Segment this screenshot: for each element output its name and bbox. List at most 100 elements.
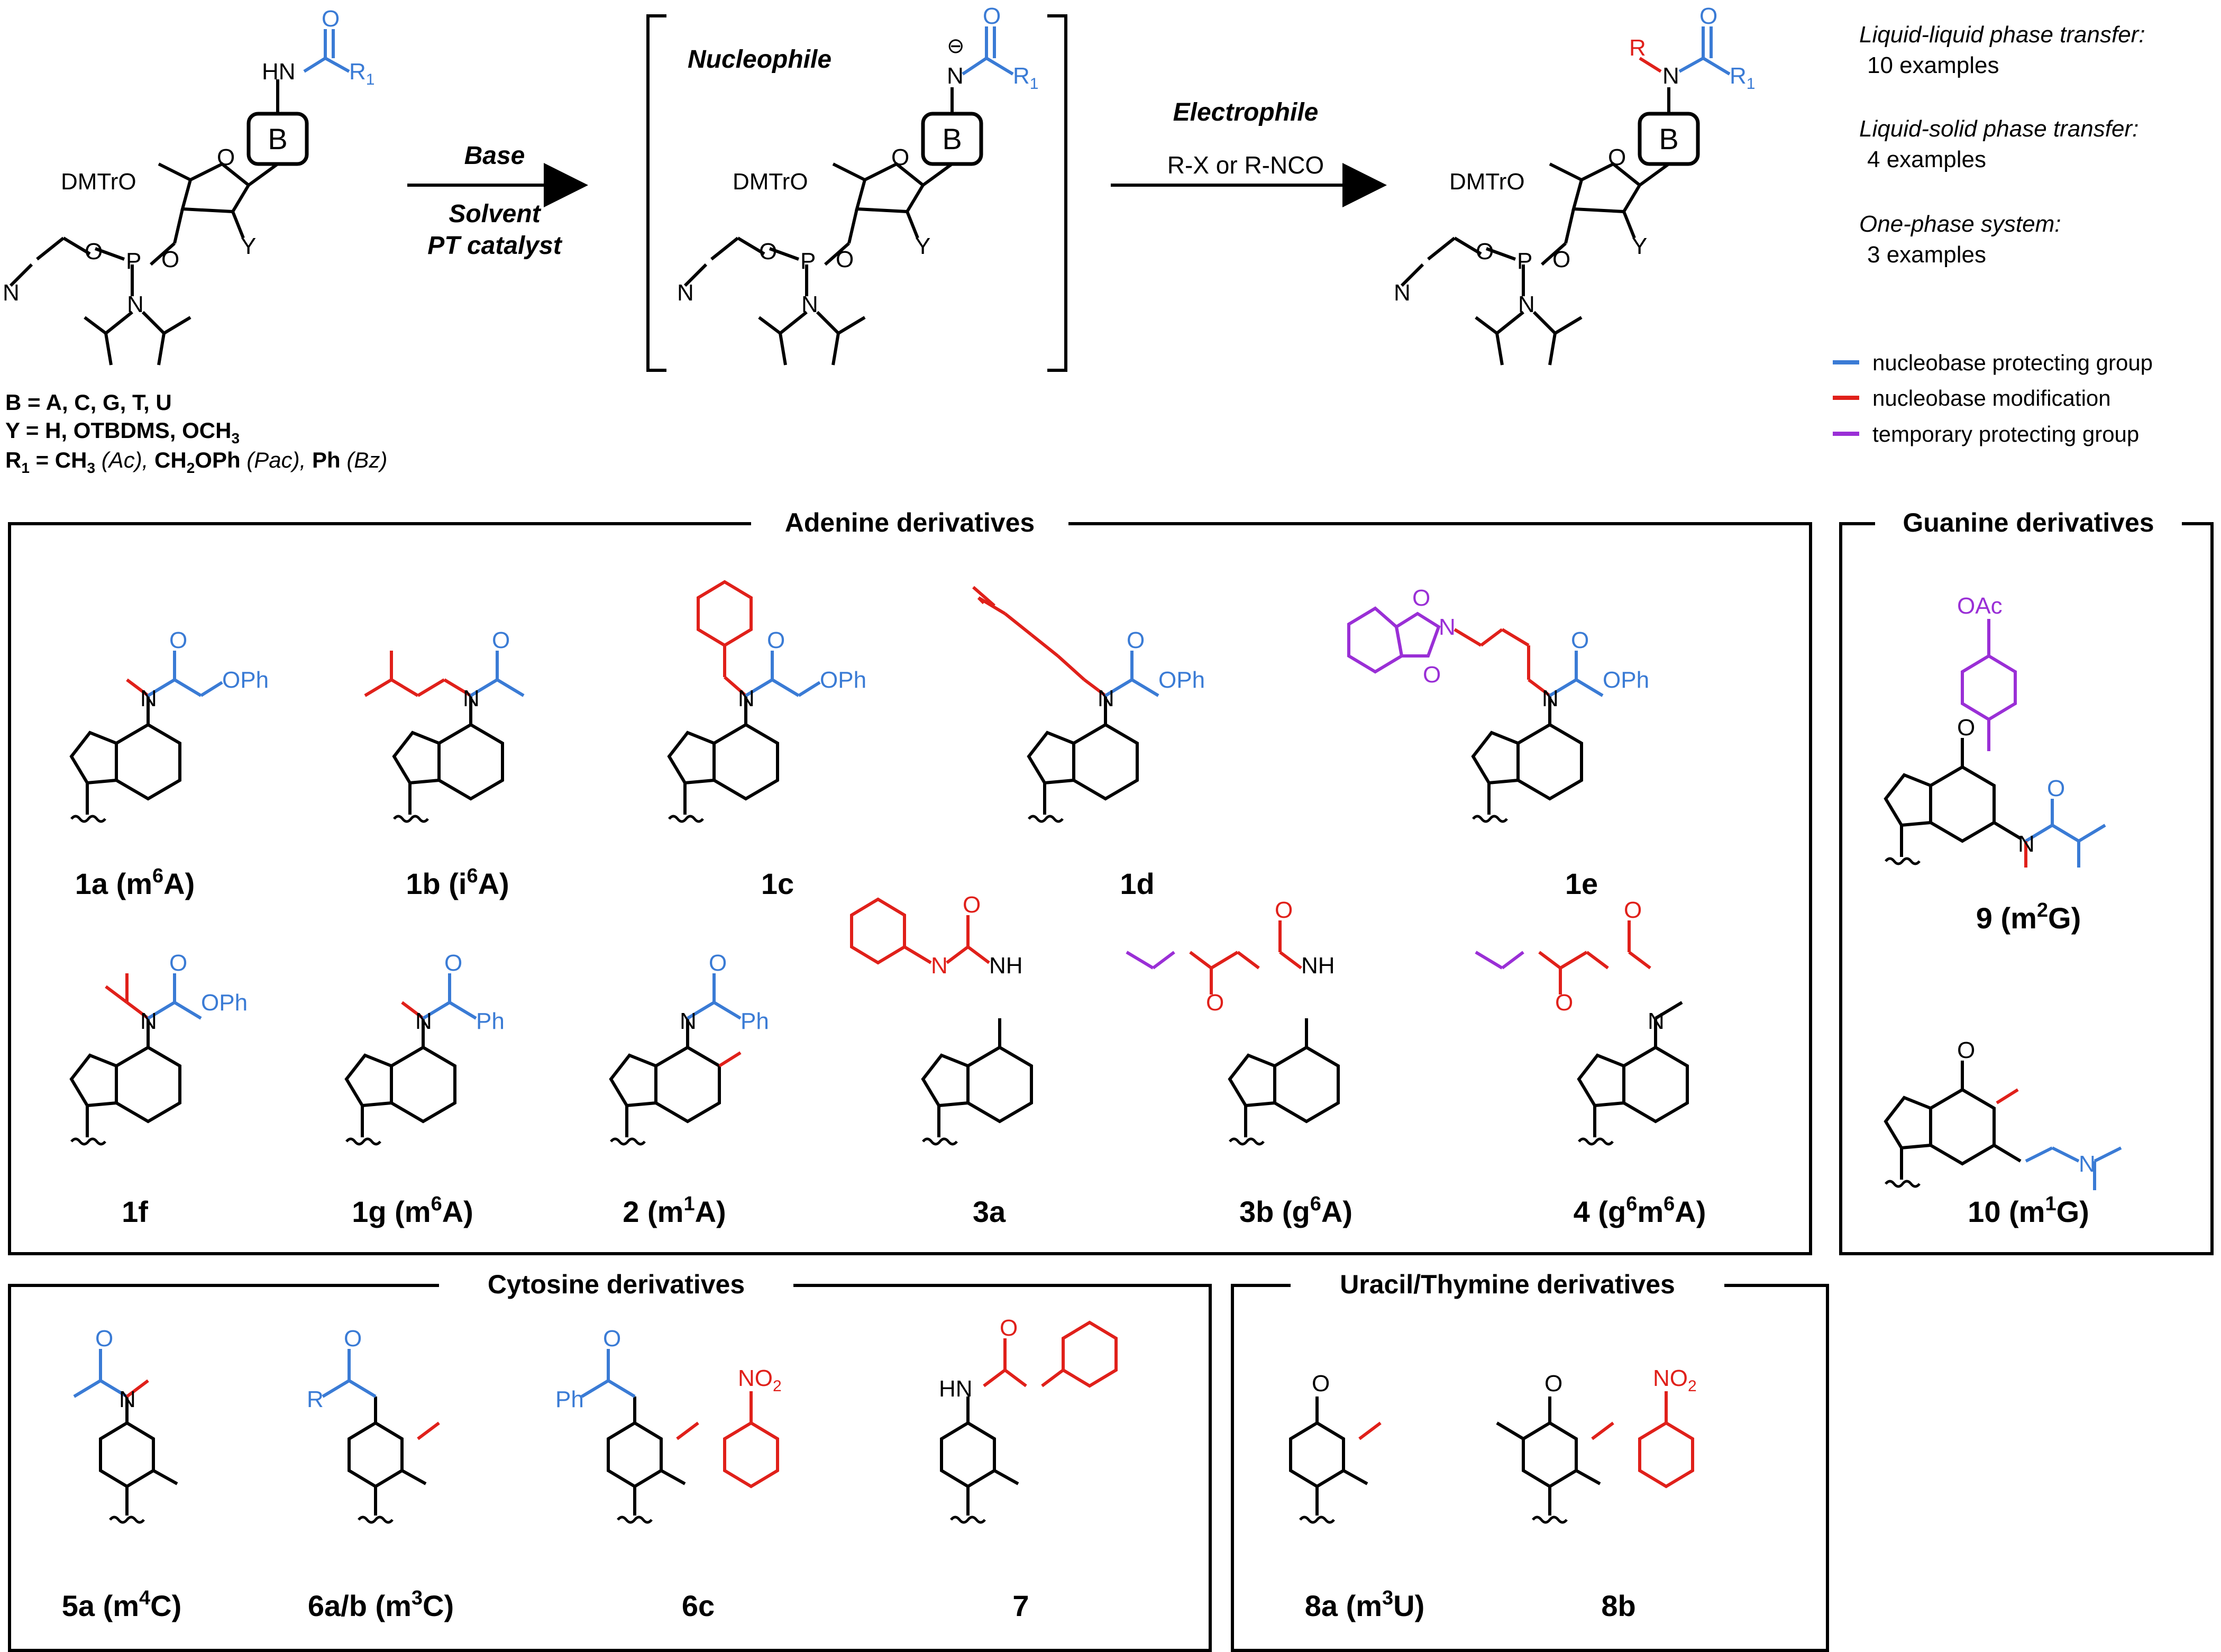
r1-label-3: R1: [1730, 63, 1755, 93]
o-label-2: O: [709, 950, 727, 976]
label-1g: 1g (m6A): [352, 1193, 473, 1228]
p-label-3: P: [1517, 248, 1532, 274]
purine-core-4: [1577, 1018, 1689, 1144]
nh-label-3a: N: [931, 953, 948, 979]
purine-core-10: [1884, 1061, 2022, 1186]
o4-label-8a: O: [1312, 1371, 1330, 1397]
op-o-label-2: O: [759, 239, 777, 264]
label-4: 4 (g6m6A): [1574, 1193, 1706, 1228]
electrophile-label: Electrophile: [1173, 98, 1319, 126]
pn-label-1: N: [127, 291, 144, 317]
label-10: 10 (m1G): [1968, 1193, 2089, 1228]
y-label-3: Y: [1632, 233, 1647, 259]
nh6-label-3b: NH: [1301, 953, 1335, 979]
purine-core-1g: [344, 1018, 456, 1144]
purine-core-3a: [921, 1018, 1033, 1144]
dmtro-label-2: DMTrO: [733, 169, 808, 195]
legend-label-blue: nucleobase protecting group: [1872, 350, 2153, 375]
purine-core-1a: [69, 696, 181, 822]
n6-label-1e: N: [1542, 686, 1559, 711]
n2-label-9: N: [2018, 831, 2035, 857]
note-ls-count: 4 examples: [1867, 147, 1986, 172]
label-6c: 6c: [682, 1589, 715, 1622]
n6-label-4: N: [1648, 1008, 1665, 1034]
intermediate-structure: [683, 26, 1014, 366]
o3-label-3: O: [1552, 247, 1570, 272]
n-product-label: N: [1662, 63, 1679, 89]
n6-label-1f: N: [140, 1008, 157, 1034]
y-label-2: Y: [915, 233, 930, 259]
o-label-1b: O: [492, 627, 510, 653]
product-structure: [1400, 26, 1731, 366]
n6-label-1a: N: [140, 686, 157, 711]
ring-o-label-1: O: [217, 144, 235, 170]
o2-label-3b: O: [1206, 990, 1224, 1016]
label-7: 7: [1012, 1589, 1029, 1622]
r-product-label: R: [1629, 35, 1646, 61]
electrophile-reagent: R-X or R-NCO: [1167, 151, 1324, 179]
y-label-1: Y: [241, 233, 256, 259]
legend-label-purple: temporary protecting group: [1872, 422, 2139, 446]
label-1b: 1b (i6A): [406, 865, 509, 900]
n4-label-5a: N: [119, 1386, 136, 1412]
hn-label-7: HN: [939, 1376, 973, 1402]
o4-label-8b: O: [1544, 1371, 1562, 1397]
cn-label-2: N: [677, 280, 694, 306]
op-o-label-1: O: [85, 239, 103, 264]
bracket-right: [1047, 14, 1067, 372]
o-label-1e: O: [1571, 627, 1589, 653]
cn-label-3: N: [1394, 280, 1411, 306]
o-label-1d: O: [1127, 627, 1145, 653]
pyrimidine-core-8b: [1496, 1397, 1601, 1522]
r-label-6ab: R: [307, 1386, 324, 1412]
no2-label-8b: NO2: [1653, 1365, 1697, 1395]
label-6ab: 6a/b (m3C): [308, 1587, 454, 1622]
label-1e: 1e: [1565, 867, 1598, 900]
ph-label-6c: Ph: [555, 1386, 584, 1412]
o-label-1: O: [322, 6, 340, 32]
o3-label-2: O: [836, 247, 854, 272]
ph-label-2: Ph: [741, 1008, 769, 1034]
nme2-label-10: N: [2079, 1151, 2096, 1177]
n-phth-label-1e: N: [1439, 614, 1456, 640]
o6-label-9: O: [1957, 715, 1975, 741]
o-label-4: O: [1624, 897, 1642, 923]
n6-label-1g: N: [415, 1008, 432, 1034]
purine-core-1b: [392, 696, 504, 822]
label-1d: 1d: [1120, 867, 1154, 900]
n-anion-label: N: [947, 63, 964, 89]
o-label-2: O: [983, 3, 1001, 29]
def-r1: R1 = CH3 (Ac), CH2OPh (Pac), Ph (Bz): [5, 448, 387, 476]
note-op-count: 3 examples: [1867, 242, 1986, 268]
o-label-6c: O: [603, 1326, 621, 1352]
note-ll-count: 10 examples: [1867, 52, 1999, 78]
no2-label-6c: NO2: [738, 1365, 782, 1395]
purine-core-2: [609, 1018, 721, 1144]
label-8a: 8a (m3U): [1305, 1587, 1425, 1622]
oph-label-1e: OPh: [1603, 667, 1649, 693]
p-label-1: P: [126, 248, 141, 274]
pn-label-2: N: [801, 291, 818, 317]
base-box-label-3: B: [1659, 122, 1678, 156]
pn-label-3: N: [1518, 291, 1535, 317]
n6-label-1c: N: [738, 686, 755, 711]
o-label-1g: O: [444, 950, 462, 976]
label-8b: 8b: [1601, 1589, 1635, 1622]
o-label-1c: O: [767, 627, 785, 653]
purine-core-9: [1884, 738, 2022, 864]
minus-charge: ⊖: [947, 34, 965, 58]
label-3b: 3b (g6A): [1239, 1193, 1352, 1228]
label-1c: 1c: [761, 867, 794, 900]
purine-core-1f: [69, 1018, 181, 1144]
legend: nucleobase protecting group nucleobase m…: [1833, 350, 2153, 446]
panel-title-adenine: Adenine derivatives: [785, 508, 1035, 537]
pyrimidine-core-7: [940, 1397, 1019, 1522]
panel-adenine: [8, 522, 1812, 1255]
base-box-label-1: B: [268, 122, 287, 156]
o-label-3a: O: [963, 892, 981, 918]
reagent-base: Base: [464, 142, 525, 170]
label-2: 2 (m1A): [623, 1193, 726, 1228]
panel-guanine: [1839, 522, 2214, 1255]
o-label-3b: O: [1275, 897, 1293, 923]
